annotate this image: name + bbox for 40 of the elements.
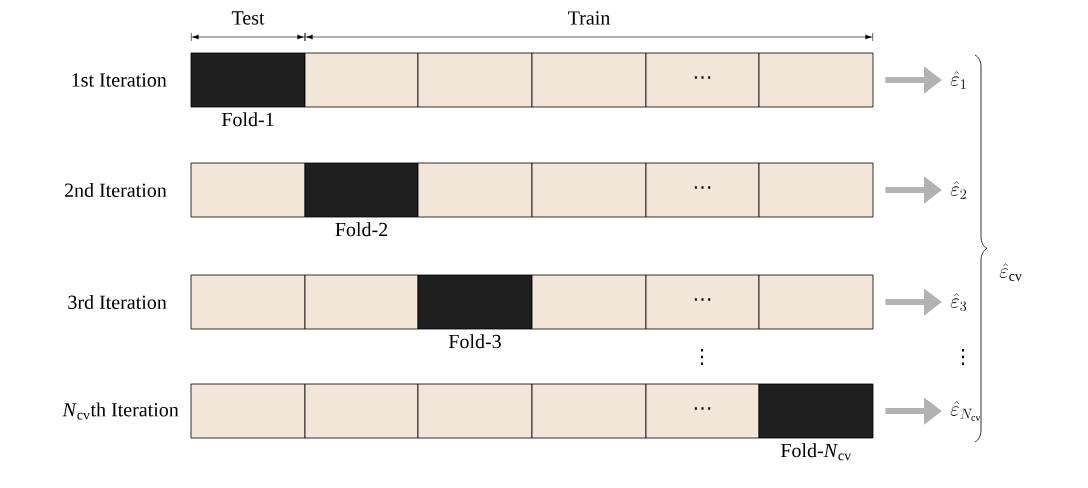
fold-cell	[304, 274, 419, 330]
fold-cell	[531, 383, 647, 439]
row-label: 3rd Iteration	[68, 294, 167, 310]
test-fold-cell	[304, 162, 419, 218]
fold-cell	[758, 274, 874, 330]
dimension-label: Train	[568, 11, 610, 25]
fold-cell	[531, 274, 647, 330]
estimate-symbol: $\hat{\varepsilon}_2$	[950, 181, 967, 199]
fold-cell	[190, 383, 306, 439]
estimate-symbol: $\hat{\varepsilon}_3$	[950, 293, 967, 312]
fold-cell: ⋯	[645, 52, 760, 108]
test-fold-cell	[758, 383, 874, 439]
fold-cell	[190, 162, 306, 218]
fold-cell	[417, 162, 533, 218]
fold-cell	[417, 52, 533, 108]
fold-cell	[531, 52, 647, 108]
estimate-symbol: $\hat{\varepsilon}_{N_{\mathrm{cv}}}$	[950, 401, 981, 421]
row-label: 2nd Iteration	[64, 182, 167, 198]
fold-cell	[190, 274, 306, 330]
fold-label: Fold-N$_{cv}$	[780, 443, 852, 461]
fold-cell	[758, 162, 874, 218]
dimension-label: Test	[231, 11, 265, 25]
fold-cell	[417, 383, 533, 439]
test-fold-cell	[190, 52, 306, 108]
fold-cell	[304, 383, 419, 439]
ellipsis: ⋮	[700, 348, 704, 366]
fold-cell	[531, 162, 647, 218]
test-fold-cell	[417, 274, 533, 330]
estimate-symbol: $\hat{\varepsilon}_1$	[950, 71, 966, 89]
row-label: 1st Iteration	[72, 73, 167, 87]
fold-cell: ⋯	[645, 162, 760, 218]
fold-cell	[758, 52, 874, 108]
fold-label: Fold-1	[221, 112, 274, 127]
fold-cell: ⋯	[645, 383, 760, 439]
fold-cell	[304, 52, 419, 108]
ellipsis: ⋮	[961, 348, 965, 366]
estimate-symbol: $\hat{\varepsilon}_{\mathrm{cv}}$	[999, 263, 1022, 281]
fold-cell: ⋯	[645, 274, 760, 330]
fold-label: Fold-2	[335, 222, 388, 237]
fold-label: Fold-3	[448, 334, 501, 349]
